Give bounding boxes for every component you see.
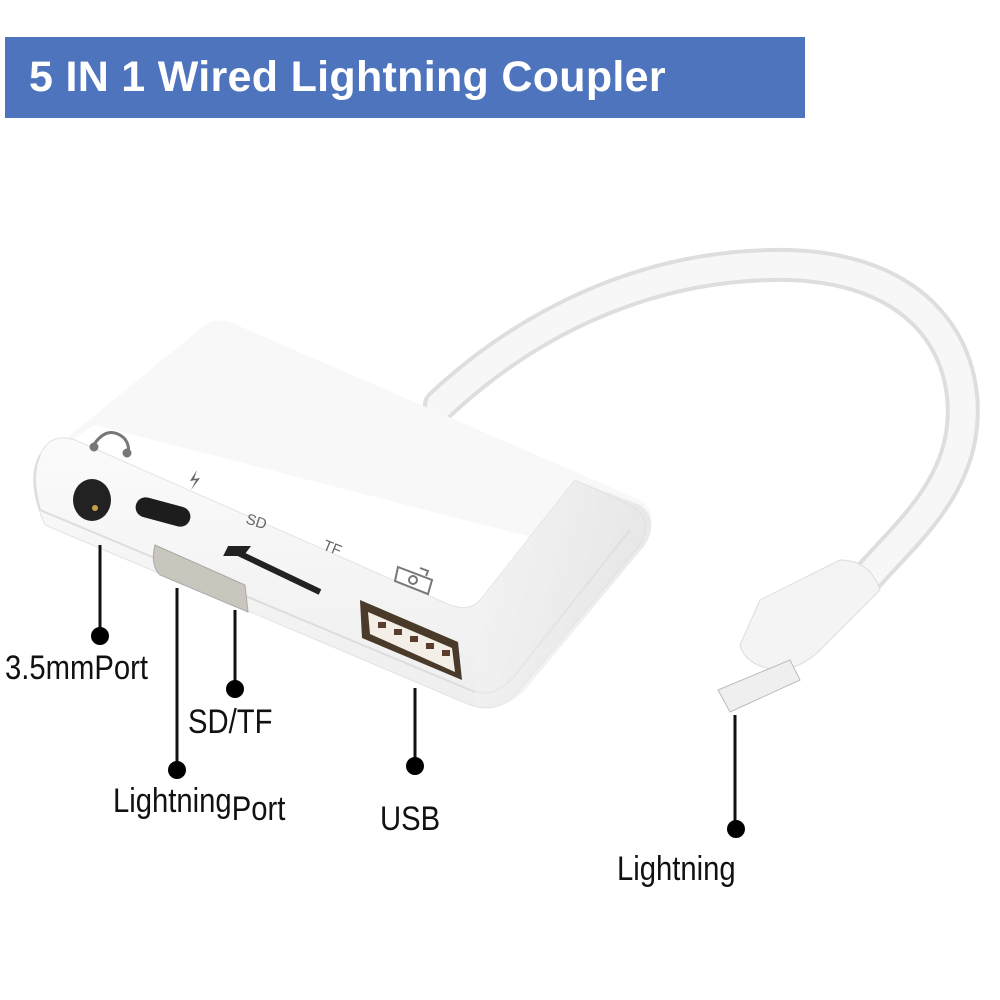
- tf-marking: TF: [321, 537, 344, 560]
- usb-port: [360, 600, 462, 680]
- callout-card-label: SD/TF: [188, 703, 273, 741]
- lightning-port-socket: [135, 497, 191, 527]
- lightning-bolt-icon: [190, 470, 200, 490]
- sd-marking: SD: [244, 511, 269, 534]
- callout-dots: [91, 627, 745, 838]
- lightning-plug: [717, 559, 881, 713]
- tf-card-slot: [223, 546, 322, 595]
- lightning-port-label-suffix: Port: [231, 790, 286, 828]
- callout-lines: [98, 545, 737, 828]
- lightning-port-label-main: Lightning: [113, 782, 232, 820]
- sd-card-slot: [152, 544, 249, 613]
- title-text: 5 IN 1 Wired Lightning Coupler: [29, 53, 666, 101]
- audio-jack-port: [73, 479, 111, 521]
- title-banner: 5 IN 1 Wired Lightning Coupler: [5, 37, 805, 118]
- cable: [423, 247, 980, 597]
- callout-usb-label: USB: [380, 800, 441, 838]
- camera-icon: [393, 565, 434, 596]
- callout-audio-label: 3.5mmPort: [5, 649, 148, 687]
- callout-lightning-plug-label: Lightning: [617, 850, 736, 888]
- headphone-icon: [89, 431, 132, 458]
- hub-body: [33, 320, 652, 709]
- callout-lightning-port-label: LightningPort: [113, 782, 285, 828]
